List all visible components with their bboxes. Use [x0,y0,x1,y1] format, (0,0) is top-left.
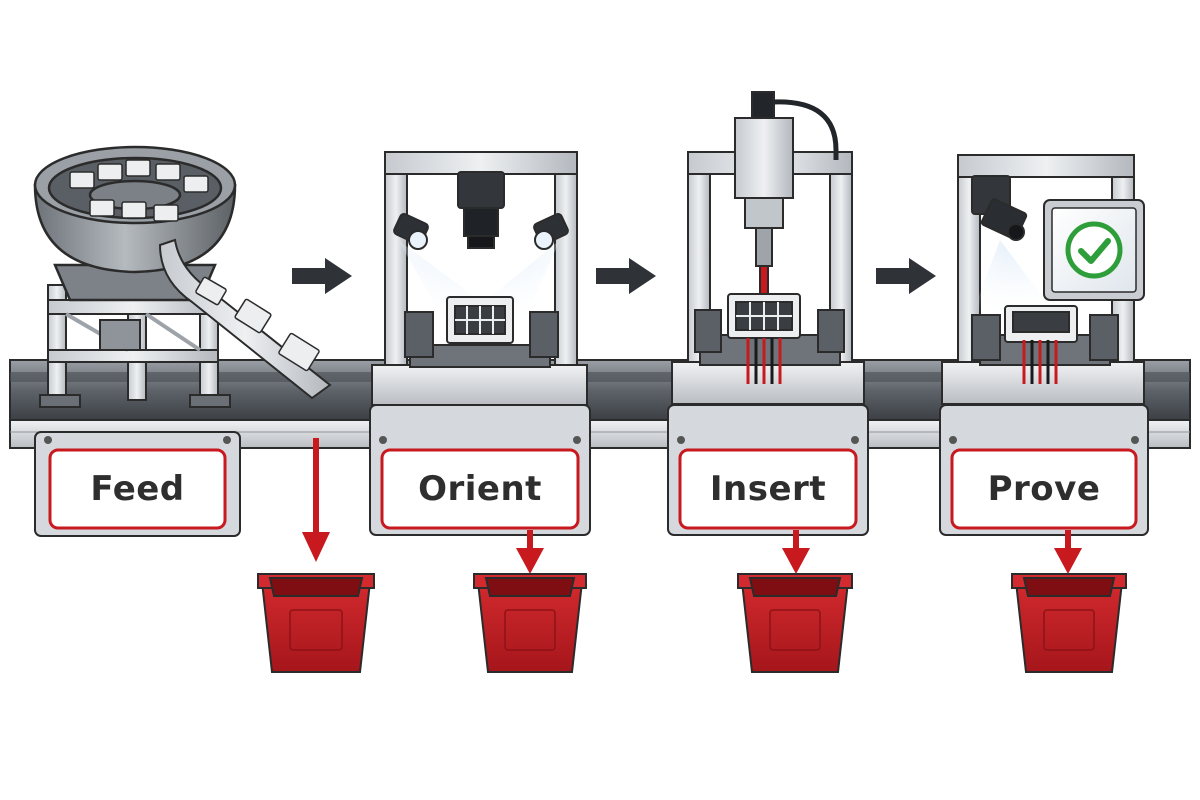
insert-label-frame [678,448,858,530]
flow-arrows [292,258,936,294]
press-cylinder-icon [734,91,839,299]
down-arrow-icon [516,530,544,574]
reject-bin-icon [737,573,853,673]
connector-parts-in-bowl [69,159,209,222]
right-arrow-icon [596,258,656,294]
reject-bins [257,573,1127,673]
right-arrow-icon [292,258,352,294]
down-arrow-icon [1054,530,1082,574]
orient-label-frame [380,448,580,530]
reject-bin-icon [257,573,375,673]
prove-label-frame [950,448,1138,530]
insert-station [667,91,869,536]
feed-station [33,145,332,537]
reject-bin-icon [473,573,587,673]
prove-fixture [941,305,1145,405]
insert-fixture [671,293,865,405]
right-arrow-icon [876,258,936,294]
camera-icon [457,171,505,249]
reject-arrows [302,438,1082,574]
feed-chute [158,238,332,400]
down-arrow-icon [782,530,810,574]
prove-station [939,154,1149,536]
monitor-check-icon [1043,199,1145,301]
spotlight-icon [393,213,569,250]
feeder-stand [39,284,231,408]
orient-frame [384,151,578,371]
reject-bin-icon [1011,573,1127,673]
feed-label-frame [48,448,227,530]
orient-station [369,151,591,536]
camera-icon [971,175,1028,241]
camera-beam [970,240,1060,320]
orient-fixture [371,296,588,406]
down-arrow-icon [302,438,330,562]
